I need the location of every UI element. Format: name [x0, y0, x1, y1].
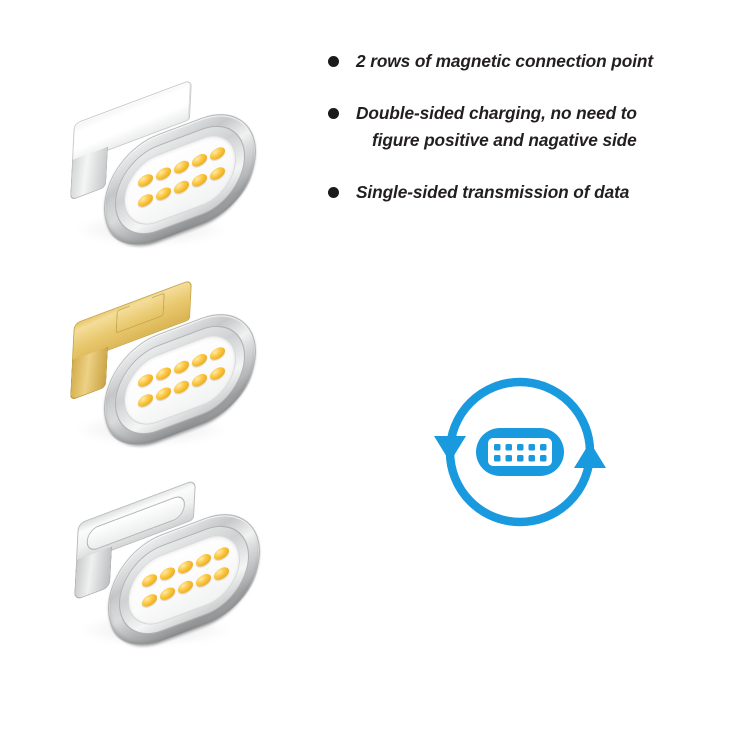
contact-pin — [156, 185, 171, 202]
connector-face — [488, 438, 552, 466]
contact-pin — [214, 545, 229, 562]
connector-pin-dot — [494, 455, 501, 462]
contact-pin — [210, 165, 225, 182]
contact-pin — [174, 358, 189, 376]
contact-pin — [138, 192, 153, 209]
connector-pin-dot — [540, 455, 547, 462]
lightning-magnetic-connector-tip — [58, 79, 273, 271]
contact-pin — [142, 592, 157, 609]
connector-pin-dot — [528, 455, 535, 462]
usb-type-c-magnetic-connector-tip — [62, 479, 277, 671]
contact-pin — [210, 345, 225, 362]
contact-pin — [174, 158, 189, 176]
contact-pin — [192, 171, 207, 189]
contact-pin — [138, 172, 153, 189]
contact-pin — [156, 365, 171, 382]
arc-bottom — [445, 451, 595, 527]
connector-pin-dot — [540, 444, 547, 451]
contact-pin — [178, 558, 193, 576]
feature-item-double-sided-charging: Double-sided charging, no need to figure… — [322, 100, 734, 153]
connector-pin-dot — [505, 455, 512, 462]
bullet-dot-icon — [328, 108, 339, 120]
feature-item-magnetic-points: 2 rows of magnetic connection point — [322, 48, 734, 74]
feature-text-line: 2 rows of magnetic connection point — [356, 51, 654, 71]
contact-pin — [196, 571, 211, 589]
feature-list: 2 rows of magnetic connection point Doub… — [322, 48, 734, 231]
contact-pin — [156, 385, 171, 402]
arrow-up-icon — [574, 442, 606, 468]
micro-usb-magnetic-connector-tip — [58, 279, 273, 471]
bullet-dot-icon — [328, 56, 339, 67]
contact-pin — [178, 578, 193, 596]
feature-text-line: Single-sided transmission of data — [356, 181, 630, 202]
feature-text-line: figure positive and nagative side — [372, 129, 637, 150]
contact-pin — [142, 572, 157, 589]
contact-pin — [214, 565, 229, 582]
contact-pin — [160, 565, 175, 582]
contact-pin — [192, 151, 207, 169]
contact-pin — [192, 371, 207, 389]
connector-pin-dot — [494, 444, 501, 451]
contact-pin — [210, 365, 225, 382]
feature-text-line: Double-sided charging, no need to — [356, 103, 637, 124]
feature-item-single-sided-data: Single-sided transmission of data — [322, 179, 734, 205]
connector-pin-dot — [528, 444, 535, 451]
contact-pin — [156, 165, 171, 182]
connector-pin-dot — [517, 455, 524, 462]
micro-usb-notch — [115, 299, 165, 334]
contact-pin — [174, 378, 189, 396]
contact-pin — [160, 585, 175, 602]
double-sided-reversible-icon — [430, 372, 610, 532]
contact-pin — [138, 372, 153, 389]
arc-top — [445, 377, 595, 453]
connector-pin-dot — [505, 444, 512, 451]
contact-pin — [196, 551, 211, 569]
connector-pin-dot — [517, 444, 524, 451]
bullet-dot-icon — [328, 186, 339, 198]
contact-pin — [192, 351, 207, 369]
contact-pin — [138, 392, 153, 409]
connector-pin-dots — [494, 444, 547, 462]
arrow-down-icon — [434, 436, 466, 462]
contact-pin — [174, 178, 189, 196]
contact-pin — [210, 145, 225, 162]
